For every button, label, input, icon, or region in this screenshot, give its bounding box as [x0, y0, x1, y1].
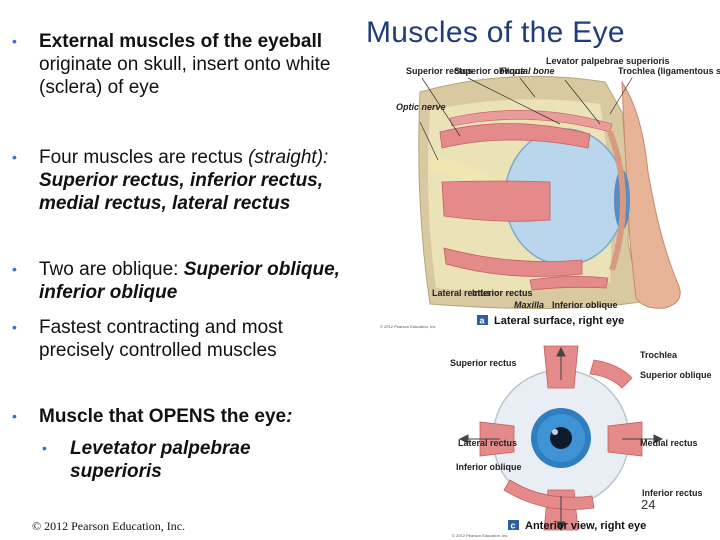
bullet-oblique: • Two are oblique: Superior oblique, inf… — [12, 258, 352, 304]
figure-credit-a: © 2012 Pearson Education, Inc. — [380, 324, 437, 329]
label-superior-oblique-a-text: Superior oblique — [454, 66, 526, 76]
label-maxilla-text: Maxilla — [514, 300, 544, 310]
label-superior-oblique-c: Superior oblique — [640, 370, 712, 380]
label-trochlea-a-text: Trochlea (ligamentous sling) — [618, 66, 720, 76]
direction-arrows — [458, 346, 664, 532]
label-maxilla: Maxilla — [514, 300, 544, 310]
label-inferior-rectus-c-text: Inferior rectus — [642, 488, 703, 498]
sub-bullet-levetator: • Levetator palpebrae superioris — [42, 437, 322, 483]
label-levator-text: Levator palpebrae superioris — [546, 56, 670, 66]
bullet-text-bold-italic: Superior rectus, inferior rectus, medial… — [39, 170, 324, 214]
figure-anterior-view: Superior rectus Trochlea Superior obliqu… — [450, 345, 712, 538]
bullet-dot-icon: • — [12, 408, 17, 424]
label-inferior-rectus-c: Inferior rectus — [642, 488, 703, 498]
bullet-text: Two are oblique: — [39, 259, 184, 280]
bullet-opens-eye: • Muscle that OPENS the eye: — [12, 405, 352, 428]
label-medial-rectus-c: Medial rectus — [640, 438, 698, 448]
bullet-text-bold: External muscles of the eyeball — [39, 31, 323, 52]
superior-oblique-front-muscle — [589, 359, 633, 389]
label-levator: Levator palpebrae superioris — [546, 56, 670, 66]
bullet-dot-icon: • — [12, 261, 17, 277]
label-optic-nerve: Optic nerve — [396, 102, 446, 112]
superior-rectus-muscle — [439, 123, 591, 149]
bullet-external-muscles: • External muscles of the eyeball origin… — [12, 30, 352, 99]
label-trochlea-c-text: Trochlea — [640, 350, 678, 360]
bullet-dot-icon: • — [12, 33, 17, 49]
bullet-dot-icon: • — [12, 319, 17, 335]
caption-letter-box-a — [477, 315, 488, 325]
label-lateral-rectus-a: Lateral rectus — [432, 288, 491, 298]
bullet-text: Four muscles are rectus — [39, 147, 249, 168]
caption-letter-c: c — [511, 521, 516, 531]
label-superior-rectus-a: Superior rectus — [406, 66, 473, 76]
bullet-text-italic: (straight): — [248, 147, 329, 168]
label-superior-oblique-c-text: Superior oblique — [640, 370, 712, 380]
bullet-text: Fastest contracting and most precisely c… — [39, 317, 283, 361]
lateral-rectus-muscle — [441, 180, 551, 222]
label-lateral-rectus-c: Lateral rectus — [458, 438, 517, 448]
caption-anterior: Anterior view, right eye — [525, 520, 646, 532]
bullet-text-bold-italic: Superior oblique, inferior oblique — [39, 259, 340, 303]
bullet-fastest: • Fastest contracting and most precisely… — [12, 316, 352, 362]
label-superior-oblique-a: Superior oblique — [454, 66, 526, 76]
bullet-dot-icon: • — [42, 440, 47, 456]
inferior-oblique-muscle — [529, 276, 609, 291]
label-inferior-rectus-a: Inferior rectus — [472, 288, 533, 298]
label-superior-rectus-c: Superior rectus — [450, 358, 517, 368]
bullet-rectus: • Four muscles are rectus (straight): Su… — [12, 146, 352, 215]
leader-lines-a — [419, 77, 633, 161]
inferior-rectus-muscle — [443, 247, 583, 277]
label-inferior-oblique-c: Inferior oblique — [456, 462, 522, 472]
sub-bullet-text: Levetator palpebrae superioris — [70, 438, 251, 482]
label-frontal-bone: Frontal bone — [500, 66, 555, 76]
label-lateral-rectus-c-text: Lateral rectus — [458, 438, 517, 448]
label-lateral-rectus-a-text: Lateral rectus — [432, 288, 491, 298]
inferior-oblique-front-muscle — [503, 479, 595, 510]
figure-credit-c: © 2012 Pearson Education, Inc. — [452, 533, 509, 538]
slide-title: Muscles of the Eye — [366, 16, 625, 49]
pupil-highlight — [552, 429, 558, 435]
figure-lateral-view: Superior rectus Superior oblique Frontal… — [380, 56, 720, 329]
caption-letter-box-c — [508, 520, 519, 530]
bullet-text: originate on skull, insert onto white (s… — [39, 54, 331, 98]
label-medial-rectus-c-text: Medial rectus — [640, 438, 698, 448]
label-inferior-oblique-a: Inferior oblique — [552, 300, 618, 310]
label-superior-rectus-c-text: Superior rectus — [450, 358, 517, 368]
bullet-text-bold: Muscle that OPENS the eye — [39, 406, 287, 427]
label-superior-rectus-a-text: Superior rectus — [406, 66, 473, 76]
label-trochlea-c: Trochlea — [640, 350, 678, 360]
bullet-text-colon: : — [286, 406, 293, 427]
copyright: © 2012 Pearson Education, Inc. — [32, 519, 186, 533]
bullet-dot-icon: • — [12, 149, 17, 165]
label-inferior-rectus-a-text: Inferior rectus — [472, 288, 533, 298]
eyelid-shape — [607, 130, 626, 271]
label-inferior-oblique-c-text: Inferior oblique — [456, 462, 522, 472]
caption-letter-a: a — [480, 316, 486, 326]
label-trochlea-a: Trochlea (ligamentous sling) — [618, 66, 720, 76]
label-inferior-oblique-a-text: Inferior oblique — [552, 300, 618, 310]
page-number: 24 — [641, 497, 656, 512]
label-frontal-bone-text: Frontal bone — [500, 66, 555, 76]
caption-lateral: Lateral surface, right eye — [494, 315, 624, 327]
label-optic-nerve-text: Optic nerve — [396, 102, 446, 112]
